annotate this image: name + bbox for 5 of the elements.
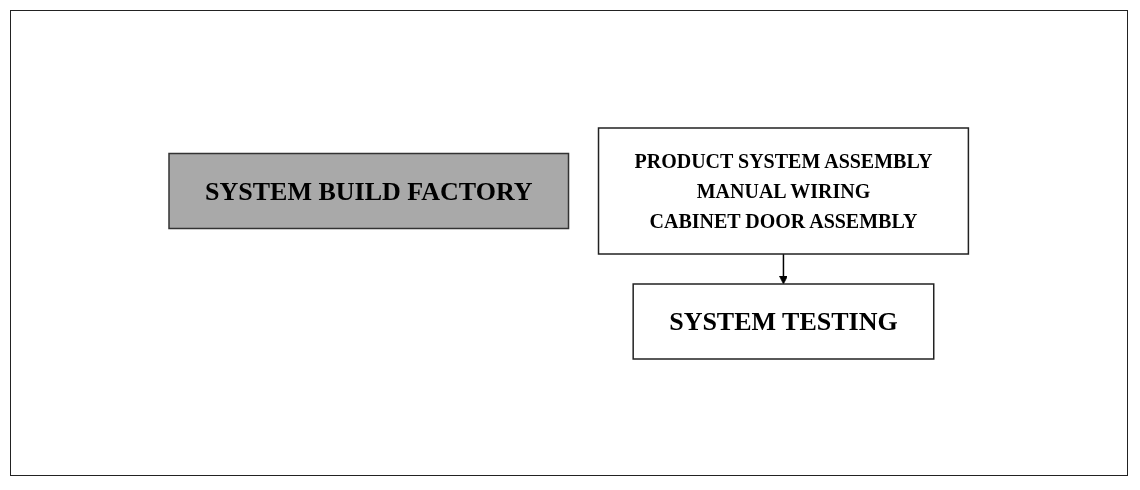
node-box xyxy=(598,126,970,255)
arrow xyxy=(779,252,789,284)
node-box xyxy=(632,282,935,360)
node-box xyxy=(168,152,570,229)
frame-border: SYSTEM BUILD FACTORY PRODUCT SYSTEM ASSEMBLY MANUAL WIRING CABINET DOOR ASSEMBLY SYSTEM TESTING xyxy=(10,10,1128,476)
